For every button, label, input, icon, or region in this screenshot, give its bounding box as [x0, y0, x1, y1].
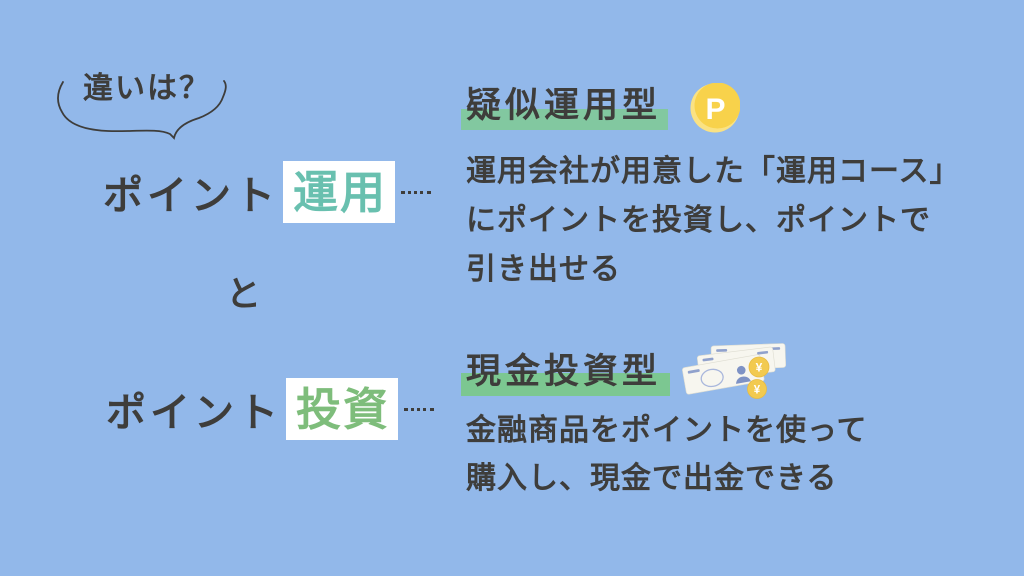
pseudo-heading-label: 疑似運用型 [466, 86, 662, 125]
dotted-connector-icon [404, 407, 434, 411]
cash-heading-label: 現金投資型 [466, 352, 662, 391]
pseudo-description: 運用会社が用意した「運用コース」 にポイントを投資し、ポイントで 引き出せる [466, 147, 961, 294]
term2-keyword-label: 投資 [295, 383, 390, 435]
question-brace-icon [57, 80, 227, 140]
connector-label: と [226, 275, 262, 314]
pseudo-heading-highlight [461, 109, 668, 130]
pseudo-description-line: にポイントを投資し、ポイントで [466, 204, 931, 237]
point-coin-letter: P [705, 93, 725, 126]
yen-coin-symbol: ¥ [754, 385, 761, 397]
cash-description-line: 購入し、現金で出金できる [466, 462, 838, 495]
cash-description: 金融商品をポイントを使って 購入し、現金で出金できる [466, 407, 868, 503]
pseudo-description-line: 運用会社が用意した「運用コース」 [466, 155, 961, 188]
cash-heading-highlight [461, 373, 670, 396]
dotted-connector-icon [401, 190, 431, 194]
term2-prefix-label: ポイント [106, 391, 282, 435]
term1-keyword-label: 運用 [292, 166, 387, 218]
money-bills-icon: ¥ ¥ [682, 343, 787, 399]
term2-keyword-box: 投資 [286, 378, 398, 440]
pseudo-heading: 疑似運用型 [461, 86, 668, 130]
term-point-unyou-row: ポイント 運用 [103, 161, 431, 223]
pseudo-description-line: 引き出せる [466, 253, 621, 286]
yen-coin-symbol: ¥ [756, 361, 763, 375]
cash-heading: 現金投資型 [461, 352, 670, 396]
term1-prefix-label: ポイント [103, 174, 279, 218]
term-point-toushi-row: ポイント 投資 [106, 378, 434, 440]
point-coin-icon: P [690, 83, 740, 133]
question-label: 違いは？ [83, 72, 211, 105]
cash-description-line: 金融商品をポイントを使って [466, 414, 868, 447]
term1-keyword-box: 運用 [283, 161, 395, 223]
